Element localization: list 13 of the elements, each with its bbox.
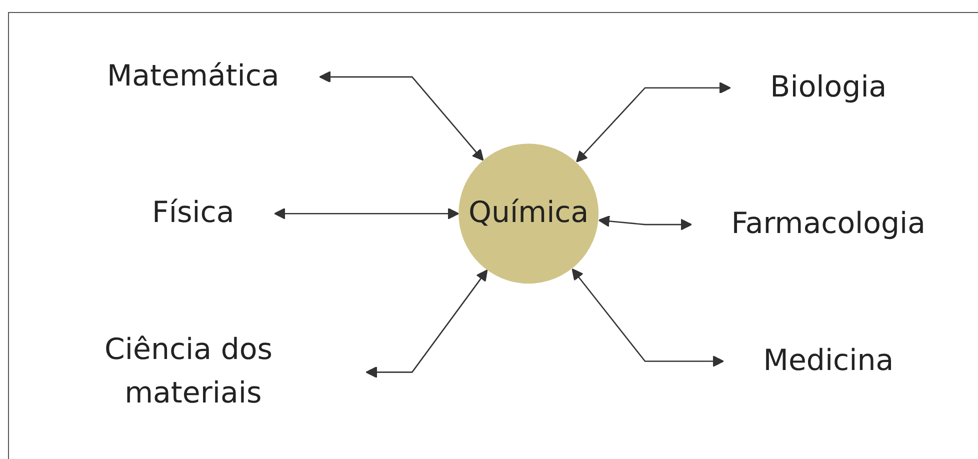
node-text: Biologia	[770, 71, 887, 104]
node-circle: Química	[458, 144, 599, 284]
node-text: Farmacologia	[731, 208, 926, 242]
node-text: Ciência dos materiais	[104, 334, 272, 411]
arrow	[598, 215, 692, 230]
arrow	[572, 268, 724, 368]
arrow	[576, 82, 731, 162]
arrow	[274, 208, 460, 220]
arrow	[366, 270, 488, 378]
node-text: Física	[152, 197, 234, 230]
node-text: Medicina	[763, 344, 894, 378]
node-text: Matemática	[106, 60, 280, 94]
arrow	[319, 71, 484, 161]
